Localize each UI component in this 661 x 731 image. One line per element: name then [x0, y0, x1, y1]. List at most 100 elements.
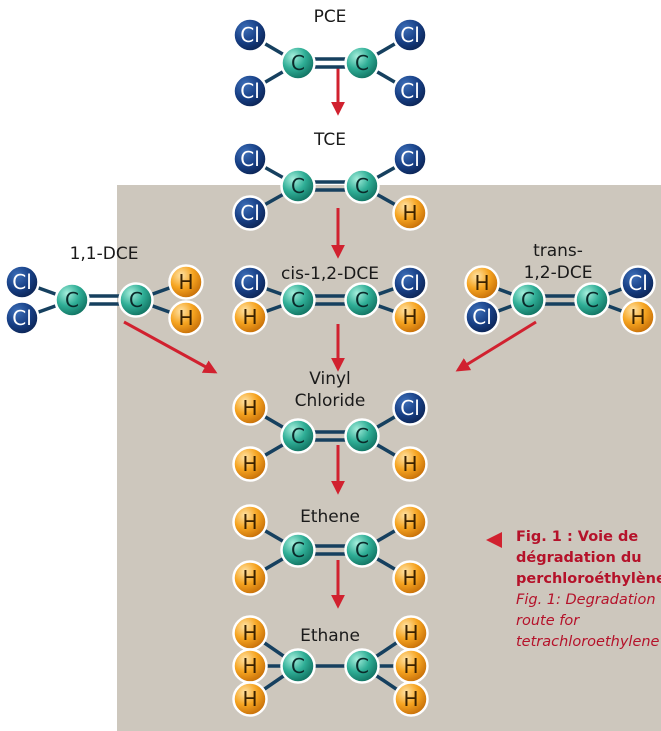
- molecule-ethane-carbon-1-symbol: C: [291, 654, 305, 678]
- molecule-ethane-sub-5-symbol: H: [403, 687, 418, 711]
- molecule-cis-12-dce-sub-1-circle: [232, 299, 268, 335]
- molecule-vinyl-chloride-carbon-1-circle: [280, 418, 316, 454]
- molecule-ethane-carbon-1-circle: [280, 648, 316, 684]
- molecule-pce-sub-3-symbol: Cl: [400, 79, 420, 103]
- molecule-11-dce-sub-2-symbol: H: [178, 270, 193, 294]
- molecule-tce-sub-1-circle: [232, 195, 268, 231]
- molecule-11-dce-label-0: 1,1-DCE: [70, 244, 139, 264]
- molecule-pce-sub-1-symbol: Cl: [240, 79, 260, 103]
- arrow-11-dce-to-vinyl-chloride: [123, 320, 218, 374]
- molecule-cis-12-dce-sub-3-symbol: H: [402, 305, 417, 329]
- molecule-pce-sub-2-circle: [392, 17, 428, 53]
- molecule-11-dce-carbon-2-symbol: C: [129, 288, 143, 312]
- molecule-cis-12-dce-sub-2-symbol: Cl: [400, 271, 420, 295]
- molecule-ethene-sub-1-symbol: H: [242, 566, 257, 590]
- molecule-ethene-carbon-1-circle: [280, 532, 316, 568]
- molecule-tce-carbon-2-circle: [344, 168, 380, 204]
- molecule-cis-12-dce-carbon-1-symbol: C: [291, 288, 305, 312]
- molecule-pce-carbon-2-symbol: C: [355, 51, 369, 75]
- molecule-ethene-carbon-2-circle: [344, 532, 380, 568]
- molecule-pce-sub-0-symbol: Cl: [240, 23, 260, 47]
- molecule-pce-label-0: PCE: [314, 7, 347, 27]
- molecule-trans-12-dce-carbon-2-circle: [574, 282, 610, 318]
- molecule-ethene-carbon-2-symbol: C: [355, 538, 369, 562]
- molecule-pce-sub-3-circle: [392, 73, 428, 109]
- molecule-11-dce-sub-2-circle: [168, 264, 204, 300]
- molecule-trans-12-dce-sub-1-symbol: Cl: [472, 305, 492, 329]
- molecule-11-dce-carbon-1-symbol: C: [65, 288, 79, 312]
- molecule-trans-12-dce-label-0: trans-: [533, 241, 583, 261]
- molecule-cis-12-dce-sub-1-symbol: H: [242, 305, 257, 329]
- molecule-vinyl-chloride-carbon-1-symbol: C: [291, 424, 305, 448]
- molecule-tce-sub-0-symbol: Cl: [240, 147, 260, 171]
- caption-fr-line-1: Fig. 1 : Voie de: [516, 529, 639, 545]
- molecule-ethene-sub-2-circle: [392, 504, 428, 540]
- molecule-tce-carbon-1-symbol: C: [291, 174, 305, 198]
- caption-pointer-icon: [486, 532, 502, 548]
- molecule-pce-carbon-2-circle: [344, 45, 380, 81]
- molecule-ethene-carbon-1-symbol: C: [291, 538, 305, 562]
- molecule-vinyl-chloride-sub-1-symbol: H: [242, 452, 257, 476]
- molecule-trans-12-dce-sub-1-circle: [464, 299, 500, 335]
- molecule-vinyl-chloride-sub-1-circle: [232, 446, 268, 482]
- molecule-ethane-carbon-2-symbol: C: [355, 654, 369, 678]
- molecule-cis-12-dce-carbon-1-circle: [280, 282, 316, 318]
- molecule-ethane-sub-2-symbol: H: [242, 687, 257, 711]
- molecule-tce-carbon-2-symbol: C: [355, 174, 369, 198]
- molecule-ethane-label-0: Ethane: [300, 626, 360, 646]
- molecule-ethene-sub-3-symbol: H: [402, 566, 417, 590]
- molecule-ethane-carbon-2-circle: [344, 648, 380, 684]
- molecule-ethene-sub-1-circle: [232, 560, 268, 596]
- molecule-pce-carbon-1-circle: [280, 45, 316, 81]
- molecule-11-dce-sub-1-circle: [4, 300, 40, 336]
- molecule-trans-12-dce-carbon-1-symbol: C: [521, 288, 535, 312]
- molecule-pce-sub-2-symbol: Cl: [400, 23, 420, 47]
- molecule-trans-12-dce-sub-3-circle: [620, 299, 656, 335]
- molecule-11-dce-sub-3-symbol: H: [178, 306, 193, 330]
- molecule-ethane-sub-0-symbol: H: [242, 621, 257, 645]
- molecule-11-dce-sub-3-circle: [168, 300, 204, 336]
- figure-caption: Fig. 1 : Voie de dégradation du perchlor…: [516, 527, 661, 653]
- molecule-cis-12-dce-carbon-2-circle: [344, 282, 380, 318]
- molecule-11-dce-carbon-2-circle: [118, 282, 154, 318]
- molecule-11-dce-carbon-1-circle: [54, 282, 90, 318]
- molecule-pce-carbon-1-symbol: C: [291, 51, 305, 75]
- molecule-11-dce-sub-0-circle: [4, 264, 40, 300]
- caption-en-line-3: tetrachloroethylene: [516, 634, 660, 650]
- molecule-ethene-sub-2-symbol: H: [402, 510, 417, 534]
- molecule-cis-12-dce-carbon-2-symbol: C: [355, 288, 369, 312]
- molecule-trans-12-dce-sub-0-symbol: H: [474, 271, 489, 295]
- molecule-ethane-sub-4-symbol: H: [403, 654, 418, 678]
- molecule-trans-12-dce-sub-2-symbol: Cl: [628, 271, 648, 295]
- molecule-vinyl-chloride-sub-0-circle: [232, 390, 268, 426]
- molecule-tce-carbon-1-circle: [280, 168, 316, 204]
- molecule-ethane-sub-1-symbol: H: [242, 654, 257, 678]
- molecule-trans-12-dce-carbon-1-circle: [510, 282, 546, 318]
- molecule-11-dce-sub-0-symbol: Cl: [12, 270, 32, 294]
- molecule-11-dce-sub-1-symbol: Cl: [12, 306, 32, 330]
- molecule-pce-sub-0-circle: [232, 17, 268, 53]
- molecule-ethene-sub-0-circle: [232, 504, 268, 540]
- molecule-vinyl-chloride-sub-2-symbol: Cl: [400, 396, 420, 420]
- molecule-pce-sub-1-circle: [232, 73, 268, 109]
- molecule-ethane-sub-2-circle: [232, 681, 268, 717]
- caption-fr-line-3: perchloroéthylène: [516, 571, 661, 587]
- molecule-vinyl-chloride-sub-3-circle: [392, 446, 428, 482]
- caption-en-line-2: route for: [516, 613, 580, 629]
- background-panel: [117, 185, 661, 731]
- molecule-ethane-sub-3-symbol: H: [403, 621, 418, 645]
- molecule-vinyl-chloride-sub-3-symbol: H: [402, 452, 417, 476]
- molecule-tce-sub-3-circle: [392, 195, 428, 231]
- molecule-tce-sub-3-symbol: H: [402, 201, 417, 225]
- molecule-vinyl-chloride-label-1: Chloride: [295, 391, 366, 411]
- molecule-cis-12-dce-label-0: cis-1,2-DCE: [281, 264, 379, 284]
- molecule-tce-sub-2-symbol: Cl: [400, 147, 420, 171]
